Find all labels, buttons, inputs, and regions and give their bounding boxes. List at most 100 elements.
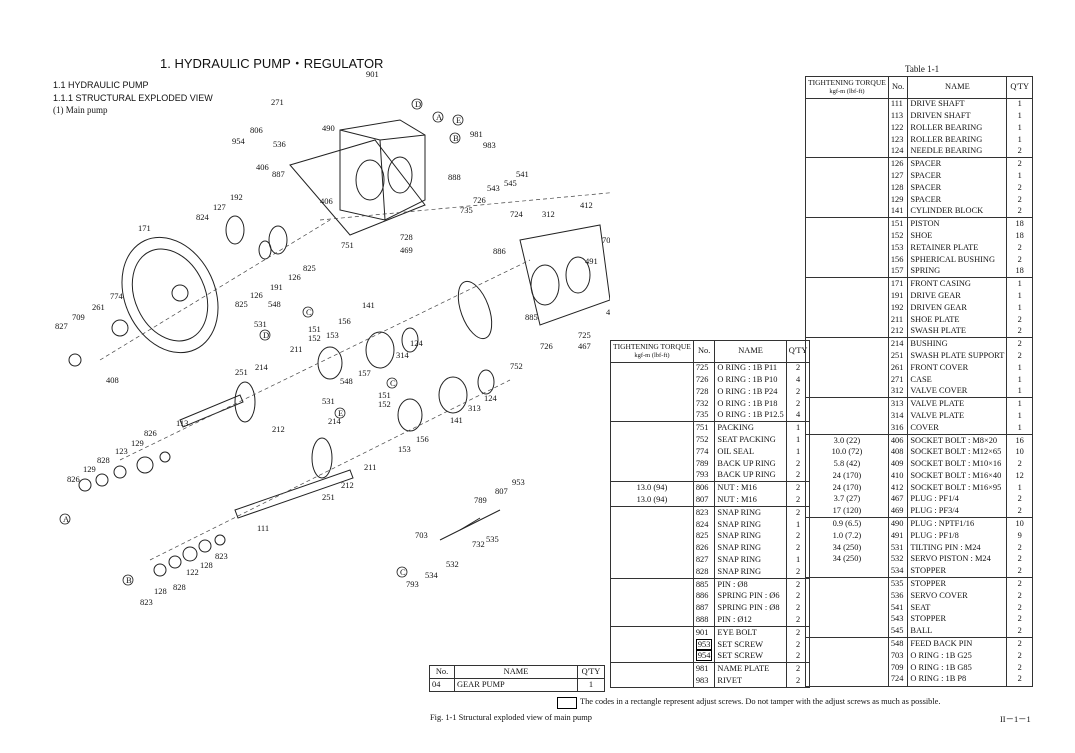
- section-heading: 1.1 HYDRAULIC PUMP: [53, 80, 149, 90]
- part-number-cell: 953: [692, 638, 716, 651]
- part-number-cell: 886: [692, 590, 716, 603]
- part-number-cell: 412: [887, 482, 909, 494]
- svg-text:141: 141: [362, 300, 375, 310]
- part-name-cell: BACK UP RING: [714, 469, 787, 482]
- part-number-cell: 490: [887, 517, 909, 531]
- quantity-cell: 1: [1006, 410, 1033, 423]
- svg-text:806: 806: [250, 125, 263, 135]
- table-row: 04 GEAR PUMP 1: [429, 678, 605, 693]
- torque-cell: [610, 421, 694, 435]
- svg-text:543: 543: [487, 183, 500, 193]
- quantity-cell: 2: [1006, 458, 1033, 471]
- torque-cell: [805, 122, 889, 134]
- part-name-cell: BUSHING: [907, 337, 1008, 351]
- part-name-cell: FRONT COVER: [907, 362, 1008, 374]
- table-title: Table 1-1: [905, 64, 940, 74]
- svg-text:124: 124: [484, 393, 498, 403]
- svg-text:251: 251: [235, 367, 248, 377]
- quantity-cell: 1: [1006, 385, 1033, 398]
- svg-text:824: 824: [196, 212, 210, 222]
- part-name-cell: NEEDLE BEARING: [907, 145, 1008, 158]
- part-number-cell: 314: [887, 410, 909, 423]
- torque-cell: [610, 409, 694, 422]
- torque-cell: [610, 457, 694, 470]
- part-number-cell: 735: [692, 409, 716, 422]
- svg-text:157: 157: [358, 368, 371, 378]
- svg-text:171: 171: [138, 223, 151, 233]
- part-number-cell: 191: [887, 290, 909, 303]
- quantity-cell: 2: [1006, 541, 1033, 554]
- quantity-cell: 2: [1006, 637, 1033, 651]
- svg-text:128: 128: [200, 560, 213, 570]
- part-number-cell: 122: [887, 122, 909, 134]
- svg-text:406: 406: [320, 196, 333, 206]
- torque-cell: [805, 302, 889, 314]
- torque-cell: [805, 170, 889, 183]
- svg-text:151: 151: [378, 390, 391, 400]
- part-name-cell: SPRING PIN : Ø8: [714, 602, 787, 615]
- torque-cell: 0.9 (6.5): [805, 517, 889, 531]
- part-name-cell: STOPPER: [907, 613, 1008, 626]
- torque-cell: [805, 590, 889, 602]
- torque-cell: 34 (250): [805, 553, 889, 566]
- part-name-cell: RIVET: [714, 675, 787, 689]
- part-number-cell: 126: [887, 157, 909, 171]
- svg-text:129: 129: [131, 438, 144, 448]
- part-name-cell: FEED BACK PIN: [907, 637, 1008, 651]
- part-number-cell: 113: [887, 110, 909, 123]
- part-name-cell: O RING : 1B P12.5: [714, 409, 787, 422]
- part-number-cell: 211: [887, 313, 909, 326]
- quantity-cell: 18: [1006, 217, 1033, 231]
- svg-text:124: 124: [410, 338, 424, 348]
- svg-text:793: 793: [406, 579, 419, 589]
- quantity-cell: 18: [1006, 265, 1033, 278]
- part-name-cell: O RING : 1B G25: [907, 650, 1008, 662]
- svg-text:467: 467: [578, 341, 591, 351]
- torque-cell: [805, 410, 889, 423]
- svg-text:752: 752: [510, 361, 523, 371]
- svg-text:531: 531: [254, 319, 267, 329]
- quantity-cell: 2: [1006, 613, 1033, 626]
- quantity-cell: 2: [1006, 157, 1033, 171]
- quantity-cell: 1: [1006, 373, 1033, 386]
- part-number-cell: 534: [887, 565, 909, 578]
- adjust-screw-code: 953: [695, 638, 713, 650]
- quantity-cell: 2: [1006, 493, 1033, 506]
- torque-cell: 24 (170): [805, 482, 889, 494]
- svg-text:C: C: [306, 307, 312, 317]
- part-number-cell: 981: [692, 662, 716, 676]
- part-number-cell: 469: [887, 505, 909, 518]
- quantity-cell: 2: [1006, 661, 1033, 674]
- svg-text:823: 823: [140, 597, 153, 607]
- torque-cell: [805, 637, 889, 651]
- part-name-cell: SWASH PLATE SUPPORT: [907, 350, 1008, 363]
- torque-cell: [805, 385, 889, 398]
- svg-text:774: 774: [110, 291, 124, 301]
- svg-text:C: C: [400, 567, 406, 577]
- quantity-cell: 2: [1006, 145, 1033, 158]
- part-name-cell: SOCKET BOLT : M10×16: [907, 458, 1008, 471]
- quantity-cell: 1: [1006, 482, 1033, 494]
- part-number-cell: 535: [887, 577, 909, 591]
- part-number-cell: 151: [887, 217, 909, 231]
- part-name-cell: PISTON: [907, 217, 1008, 231]
- part-name-cell: NAME PLATE: [714, 662, 787, 676]
